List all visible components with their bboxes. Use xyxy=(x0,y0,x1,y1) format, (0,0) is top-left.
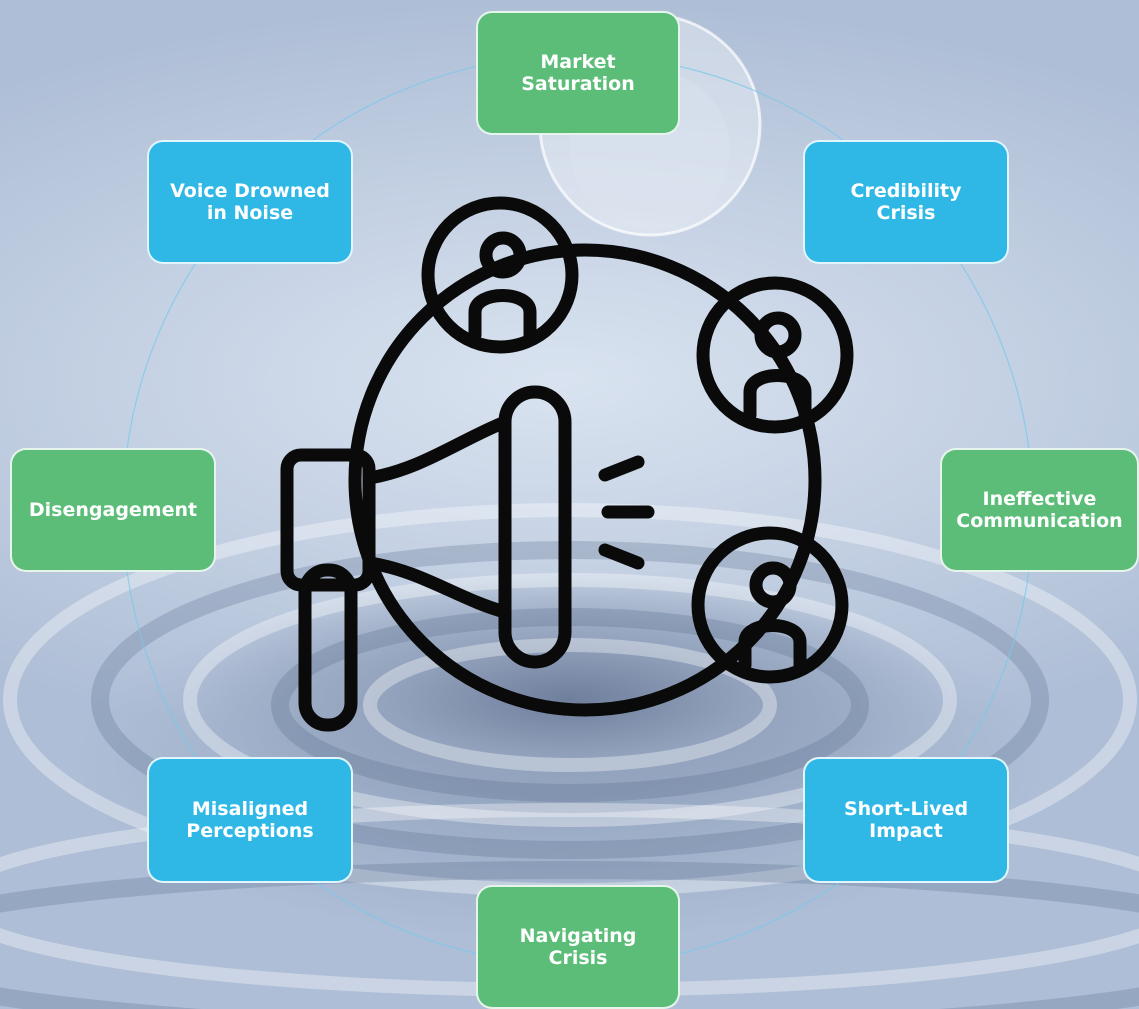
node-label: Disengagement xyxy=(28,499,198,521)
node-disengagement: Disengagement xyxy=(10,448,216,572)
node-voice-drowned-in-noise: Voice Drowned in Noise xyxy=(147,140,353,264)
node-label: Ineffective Communication xyxy=(956,488,1123,532)
node-navigating-crisis: Navigating Crisis xyxy=(476,885,680,1009)
node-credibility-crisis: Credibility Crisis xyxy=(803,140,1009,264)
node-ineffective-communication: Ineffective Communication xyxy=(940,448,1139,572)
node-label: Credibility Crisis xyxy=(850,180,962,224)
node-label: Short-Lived Impact xyxy=(843,798,969,842)
node-label: Market Saturation xyxy=(521,51,635,95)
node-label: Navigating Crisis xyxy=(519,925,637,969)
node-misaligned-perceptions: Misaligned Perceptions xyxy=(147,757,353,883)
node-market-saturation: Market Saturation xyxy=(476,11,680,135)
node-label: Voice Drowned in Noise xyxy=(170,180,330,224)
megaphone-audience-icon xyxy=(280,196,854,732)
node-label: Misaligned Perceptions xyxy=(186,798,314,842)
node-short-lived-impact: Short-Lived Impact xyxy=(803,757,1009,883)
